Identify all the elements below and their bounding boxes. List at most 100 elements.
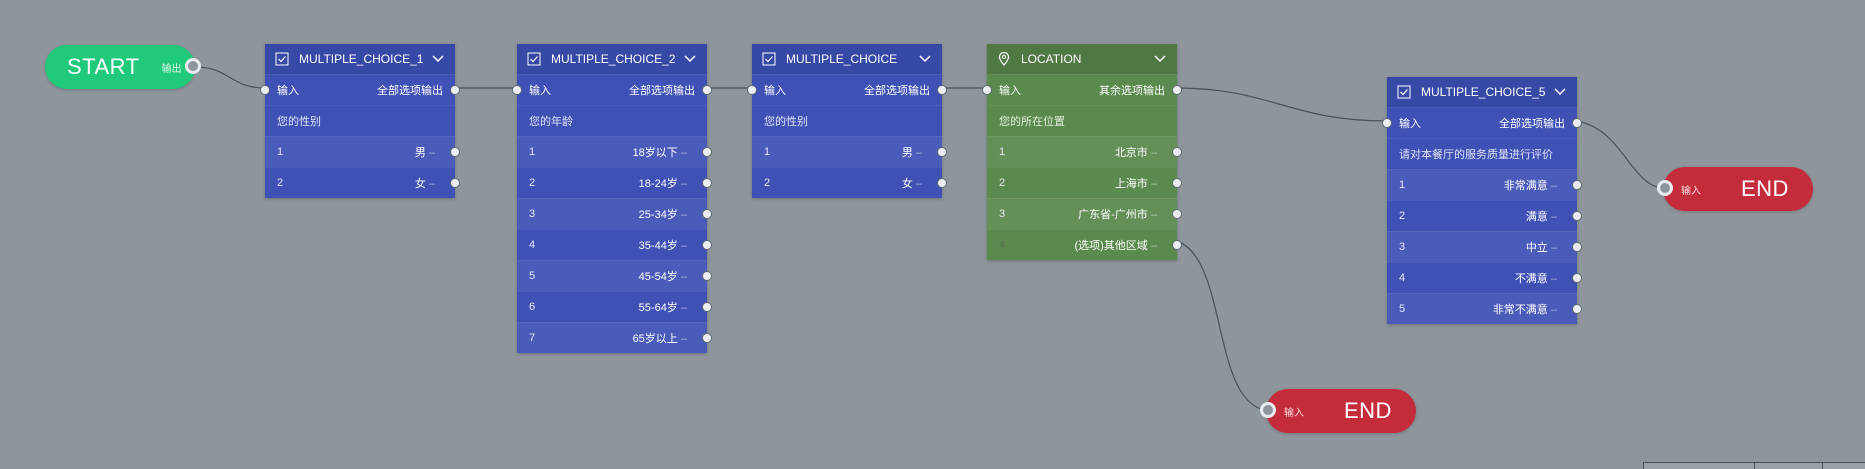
- option-port[interactable]: [702, 147, 712, 157]
- option-port[interactable]: [1572, 180, 1582, 190]
- input-label: 输入: [1399, 118, 1421, 130]
- chevron-down-icon[interactable]: [918, 52, 932, 66]
- node-header[interactable]: MULTIPLE_CHOICE_5: [1387, 77, 1577, 107]
- option-port[interactable]: [450, 178, 460, 188]
- question-text: 您的性别: [265, 105, 455, 136]
- option-label: 上海市: [1023, 175, 1165, 191]
- multiple-choice-node[interactable]: MULTIPLE_CHOICE 输入 全部选项输出 您的性别 1男 2女: [747, 44, 947, 198]
- output-label: 其余选项输出: [1099, 85, 1165, 97]
- option-label: (选项)其他区域: [1023, 237, 1165, 253]
- option-label: 女: [301, 175, 443, 191]
- input-port[interactable]: [982, 85, 992, 95]
- io-row: 输入 全部选项输出: [1382, 107, 1582, 138]
- option-row: 6 55-64岁: [517, 291, 712, 322]
- option-port[interactable]: [702, 209, 712, 219]
- option-port[interactable]: [1172, 209, 1182, 219]
- option-port[interactable]: [1572, 304, 1582, 314]
- output-port[interactable]: [937, 85, 947, 95]
- chevron-down-icon[interactable]: [431, 52, 445, 66]
- chevron-down-icon[interactable]: [683, 52, 697, 66]
- option-port[interactable]: [937, 178, 947, 188]
- node-header[interactable]: LOCATION: [987, 44, 1177, 74]
- option-label: 男: [301, 144, 443, 160]
- multiple-choice-5-node[interactable]: MULTIPLE_CHOICE_5 输入 全部选项输出 请对本餐厅的服务质量进行…: [1382, 77, 1582, 324]
- option-label: 55-64岁: [553, 299, 695, 315]
- chevron-down-icon[interactable]: [1553, 85, 1567, 99]
- option-port[interactable]: [1172, 178, 1182, 188]
- option-label: 不满意: [1423, 270, 1565, 286]
- end-node-right[interactable]: 输入 END: [1657, 167, 1813, 211]
- end-input-port[interactable]: [1657, 180, 1673, 196]
- input-label: 输入: [277, 85, 299, 97]
- start-output-port[interactable]: [185, 58, 201, 74]
- option-port[interactable]: [937, 147, 947, 157]
- option-label: 中立: [1423, 239, 1565, 255]
- end-label: END: [1344, 398, 1392, 423]
- option-index: 4: [1399, 272, 1406, 284]
- option-port[interactable]: [1572, 211, 1582, 221]
- end-input-port[interactable]: [1260, 402, 1276, 418]
- option-port[interactable]: [1172, 240, 1182, 250]
- input-label: 输入: [999, 85, 1021, 97]
- option-index: 3: [529, 208, 536, 220]
- option-port[interactable]: [702, 302, 712, 312]
- io-row: 输入 其余选项输出: [982, 74, 1182, 105]
- end-node-bottom[interactable]: 输入 END: [1260, 389, 1416, 433]
- node-header[interactable]: MULTIPLE_CHOICE_1: [265, 44, 455, 74]
- node-title: MULTIPLE_CHOICE_5: [1421, 85, 1546, 99]
- option-port[interactable]: [702, 240, 712, 250]
- option-port[interactable]: [702, 271, 712, 281]
- option-index: 1: [529, 146, 536, 158]
- node-header[interactable]: MULTIPLE_CHOICE_2: [517, 44, 707, 74]
- node-header[interactable]: MULTIPLE_CHOICE: [752, 44, 942, 74]
- option-port[interactable]: [1172, 147, 1182, 157]
- option-port[interactable]: [1572, 273, 1582, 283]
- input-port[interactable]: [260, 85, 270, 95]
- start-node[interactable]: START 输出: [45, 45, 201, 89]
- end-label: END: [1741, 176, 1789, 201]
- output-port[interactable]: [702, 85, 712, 95]
- option-index: 3: [1399, 241, 1406, 253]
- option-index: 4: [999, 239, 1006, 251]
- option-index: 2: [999, 177, 1006, 189]
- option-index: 6: [529, 301, 536, 313]
- option-index: 2: [764, 177, 771, 189]
- option-index: 3: [999, 208, 1006, 220]
- option-port[interactable]: [1572, 242, 1582, 252]
- start-output-label: 输出: [161, 63, 182, 75]
- input-port[interactable]: [1382, 118, 1392, 128]
- option-index: 1: [999, 146, 1006, 158]
- checkbox-icon: [1397, 85, 1411, 99]
- option-label: 广东省-广州市: [1023, 206, 1165, 222]
- input-port[interactable]: [512, 85, 522, 95]
- option-port[interactable]: [450, 147, 460, 157]
- output-port[interactable]: [1172, 85, 1182, 95]
- output-label: 全部选项输出: [1499, 118, 1565, 130]
- option-row: 4 (选项)其他区域: [987, 229, 1182, 260]
- option-index: 4: [529, 239, 536, 251]
- end-input-label: 输入: [1284, 407, 1304, 419]
- chevron-down-icon[interactable]: [1153, 52, 1167, 66]
- question-text: 请对本餐厅的服务质量进行评价: [1387, 138, 1577, 169]
- option-index: 2: [277, 177, 284, 189]
- io-row: 输入 全部选项输出: [260, 74, 460, 105]
- option-port[interactable]: [702, 178, 712, 188]
- node-title: MULTIPLE_CHOICE: [786, 52, 898, 66]
- input-port[interactable]: [747, 85, 757, 95]
- output-port[interactable]: [1572, 118, 1582, 128]
- minimap-edge[interactable]: [1643, 462, 1865, 469]
- option-port[interactable]: [702, 333, 712, 343]
- node-title: MULTIPLE_CHOICE_1: [299, 52, 424, 66]
- output-port[interactable]: [450, 85, 460, 95]
- option-label: 45-54岁: [553, 268, 695, 284]
- wire-start-to-mc1: [194, 66, 266, 89]
- output-label: 全部选项输出: [629, 85, 695, 97]
- multiple-choice-1-node[interactable]: MULTIPLE_CHOICE_1 输入 全部选项输出 您的性别 1男 2 女: [260, 44, 460, 198]
- option-index: 1: [764, 146, 771, 158]
